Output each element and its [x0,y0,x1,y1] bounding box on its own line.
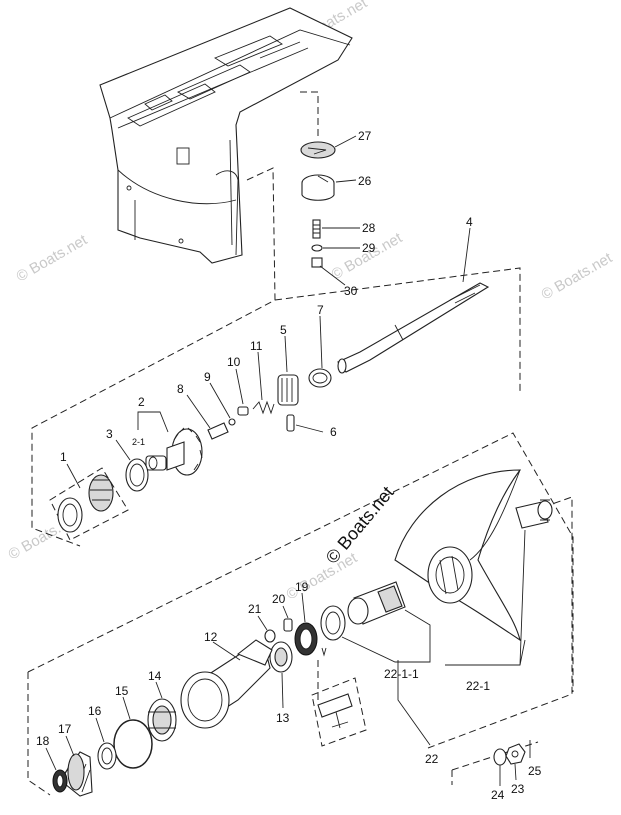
assembly-dash-line [27,432,574,796]
part-23 [505,743,526,781]
part-label-9: 9 [204,370,211,384]
part-8-plunger [186,394,229,440]
part-2-1 [145,455,167,471]
part-5-clutch [277,335,299,406]
part-6-pin [286,414,324,433]
part-label-5: 5 [280,323,287,337]
part-29 [311,244,360,252]
part-washer [320,605,346,641]
brand-mark: © Boats.net [322,482,398,567]
part-4-propeller-shaft [337,227,490,374]
part-label-2: 2 [138,395,145,409]
part-7 [308,315,332,388]
part-label-3: 3 [106,427,113,441]
part-11-spring [252,351,275,415]
leader-22-1-1 [341,609,431,663]
part-24 [493,748,507,786]
part-13-bearing [269,641,293,709]
part-label-14: 14 [148,669,162,683]
part-28 [312,219,360,239]
propeller [394,469,522,642]
part-21 [257,615,276,643]
part-12-carrier [180,639,273,729]
watermark: © Boats.net [14,231,91,285]
part-label-27: 27 [358,129,372,143]
part-label-20: 20 [272,592,286,606]
part-label-17: 17 [58,722,72,736]
part-label-23: 23 [511,782,525,796]
part-3 [115,439,149,492]
part-10 [235,368,249,416]
part-label-22: 22 [425,752,439,766]
part-20 [282,605,293,632]
part-label-1: 1 [60,450,67,464]
part-label-10: 10 [227,355,241,369]
part-label-4: 4 [466,215,473,229]
part-9 [209,382,236,426]
part-22-1-1-bushing [347,581,406,625]
part-2-gear [137,411,203,476]
part-label-19: 19 [295,580,309,594]
watermark: © Boats.net [539,249,616,303]
part-label-21: 21 [248,602,262,616]
leader-22 [397,660,431,746]
part-1-bearing [49,463,129,541]
part-17-gear [59,735,93,797]
part-label-22-1: 22-1 [466,679,490,693]
part-27 [300,135,357,159]
part-16 [95,717,117,770]
part-label-24: 24 [491,788,505,802]
part-label-18: 18 [36,734,50,748]
part-label-12: 12 [204,630,218,644]
part-19 [294,592,318,656]
leader-22-1 [445,529,526,666]
assembly-dash-line [451,741,539,785]
watermark: © Boats.net [329,229,406,283]
part-18 [45,747,68,793]
part-15-o-ring [113,696,153,769]
part-22-1-spline [515,499,553,529]
part-label-11: 11 [250,339,263,353]
part-label-16: 16 [88,704,102,718]
part-label-26: 26 [358,174,372,188]
part-label-13: 13 [276,711,290,725]
assembly-dash-line [274,267,521,392]
part-label-25: 25 [528,764,542,778]
part-label-2-1: 2-1 [132,437,145,447]
part-label-8: 8 [177,382,184,396]
anode-detail [311,647,367,747]
part-26 [301,174,357,201]
lower-casing [99,7,353,264]
part-label-29: 29 [362,241,376,255]
part-label-6: 6 [330,425,337,439]
part-30 [311,257,346,286]
part-14-bearing [147,681,177,742]
watermark: © Boats.net [284,549,361,603]
part-label-15: 15 [115,684,129,698]
part-label-30: 30 [344,284,358,298]
part-label-7: 7 [317,303,324,317]
assembly-dash-line [300,91,319,140]
part-label-22-1-1: 22-1-1 [384,667,419,681]
part-label-28: 28 [362,221,376,235]
assembly-dash-line [31,167,276,547]
